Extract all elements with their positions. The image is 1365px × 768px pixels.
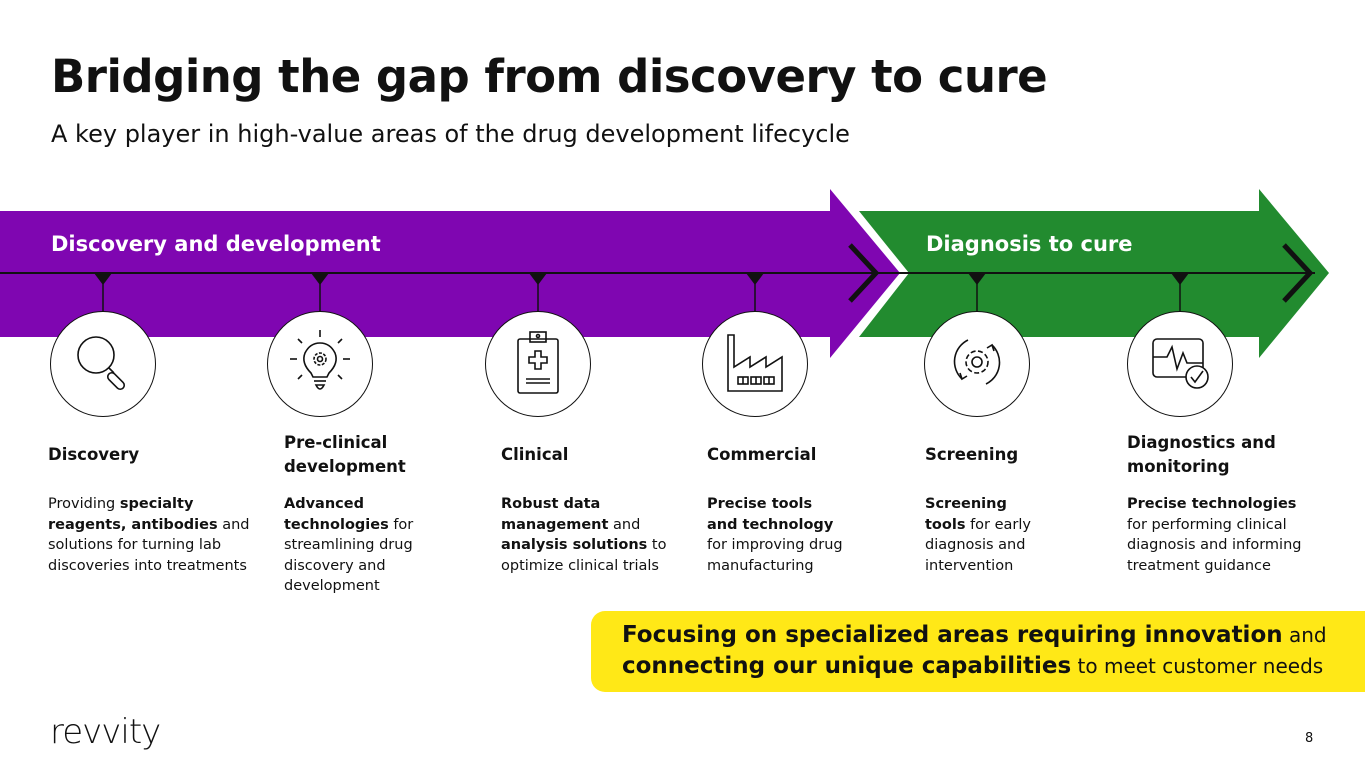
stage-desc-segment: for performing clinical diagnosis and in… [1127, 516, 1302, 574]
stage-desc-segment: Providing [48, 496, 120, 512]
stage-title: Commercial [707, 445, 817, 464]
stage-icon-circle [702, 311, 808, 417]
chevron-icon [848, 243, 880, 303]
stage-desc-segment: Screening tools [925, 496, 1007, 533]
timeline-marker [968, 273, 986, 285]
callout-box: Focusing on specialized areas requiring … [591, 611, 1365, 692]
stage-desc-segment: and [608, 516, 641, 533]
stage-title: Screening [925, 445, 1019, 464]
page-number: 8 [1305, 731, 1314, 746]
stage-description: Robust data management and analysis solu… [501, 494, 671, 576]
stage-description: Providing specialty reagents, antibodies… [48, 494, 263, 576]
band-label-discovery: Discovery and development [51, 232, 381, 256]
stage-desc-segment: Precise technologies [1127, 496, 1297, 512]
page-subtitle: A key player in high-value areas of the … [51, 120, 850, 148]
stage-desc-segment: analysis solutions [501, 537, 648, 553]
stage-desc-segment: for early diagnosis and intervention [925, 516, 1032, 574]
stage-desc-segment: Robust data management [501, 496, 609, 533]
revvity-logo: revvity [50, 712, 161, 752]
stage-desc-segment: to optimize clinical trials [501, 537, 667, 574]
stage-title: Discovery [48, 445, 140, 464]
stage-title: Clinical [501, 445, 569, 464]
stage-icon-circle [924, 311, 1030, 417]
stage-icon-circle [50, 311, 156, 417]
stage-icon-circle [267, 311, 373, 417]
magnifier-icon [68, 327, 138, 401]
callout-bold-2: connecting our unique capabilities [622, 653, 1072, 679]
chevron-icon [1282, 243, 1314, 303]
stage-desc-segment: specialty reagents, antibodies [48, 496, 218, 533]
stage-desc-segment: for streamlining drug discovery and deve… [284, 516, 414, 595]
stage-title: Pre-clinical development [284, 433, 406, 476]
clipboard-medical-icon [503, 327, 573, 401]
stage-desc-segment: Precise tools and technology [707, 496, 834, 533]
stage-desc-segment: and solutions for turning lab discoverie… [48, 516, 250, 574]
stage-description: Precise tools and technology for improvi… [707, 494, 847, 576]
stage-icon-circle [485, 311, 591, 417]
timeline-marker [529, 273, 547, 285]
callout-text-1: and [1282, 623, 1327, 647]
stage-description: Precise technologies for performing clin… [1127, 494, 1317, 576]
stage-desc-segment: Advanced technologies [284, 496, 389, 533]
gear-cycle-icon [942, 327, 1012, 401]
stage-title: Diagnostics and monitoring [1127, 433, 1276, 476]
timeline-marker [746, 273, 764, 285]
monitor-check-icon [1145, 327, 1215, 401]
stage-description: Advanced technologies for streamlining d… [284, 494, 469, 597]
lightbulb-gear-icon [285, 327, 355, 401]
timeline-marker [311, 273, 329, 285]
timeline-marker [94, 273, 112, 285]
callout-text-2: to meet customer needs [1071, 654, 1324, 678]
timeline-marker [1171, 273, 1189, 285]
stage-icon-circle [1127, 311, 1233, 417]
callout-bold-1: Focusing on specialized areas requiring … [622, 622, 1283, 648]
factory-icon [720, 327, 790, 401]
page-title: Bridging the gap from discovery to cure [51, 50, 1048, 103]
band-label-diagnosis: Diagnosis to cure [926, 232, 1133, 256]
stage-desc-segment: for improving drug manufacturing [707, 537, 843, 574]
stage-description: Screening tools for early diagnosis and … [925, 494, 1045, 576]
